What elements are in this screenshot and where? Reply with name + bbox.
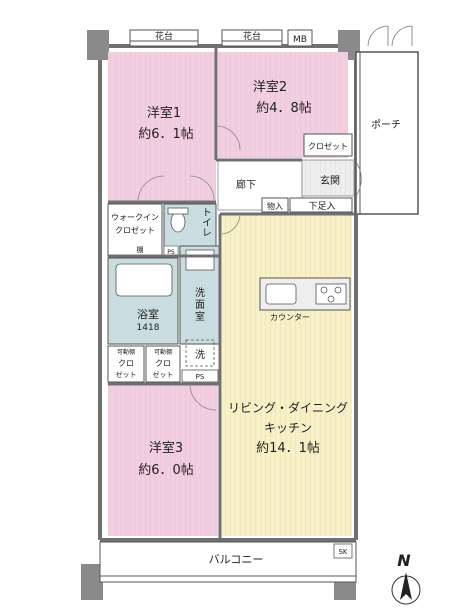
kitchen-sink-icon (265, 283, 297, 305)
north-arrow-icon: N (391, 551, 421, 605)
bathroom: 浴室 1418 (107, 257, 179, 345)
balcony: バルコニー (99, 541, 357, 583)
sink-icon (185, 249, 215, 271)
storage: 物入 (261, 197, 289, 213)
shoe-rack: 下足入 (289, 197, 353, 213)
ps-bottom-label: PS (196, 373, 205, 381)
shoe-rack-label: 下足入 (308, 201, 335, 212)
room-2-size: 約4．8帖 (256, 101, 312, 116)
wash-label-1: 洗 (195, 287, 205, 299)
room-1-name: 洋室1 (147, 105, 181, 121)
closet-b: 可動棚 クロ ゼット (145, 345, 181, 383)
storage-label: 物入 (267, 201, 283, 211)
interior-walls (108, 46, 356, 540)
washer-space (185, 339, 215, 367)
ldk-label-1: リビング・ダイニング (228, 400, 348, 415)
sk-label: SK (338, 548, 347, 556)
washer-label: 洗 (195, 349, 205, 361)
balcony-label: バルコニー (209, 553, 264, 566)
flower-box-right: 花台 (221, 29, 283, 47)
closet-room-2-label: クロゼット (308, 141, 348, 151)
north-label: N (397, 551, 411, 570)
closet-a-movable: 可動棚 (117, 348, 135, 356)
stove-icon (315, 283, 347, 305)
door-swings (137, 125, 241, 411)
closet-a-label-1: クロ (118, 359, 134, 368)
porch-label: ポーチ (371, 119, 401, 131)
room-1-size: 約6．1帖 (138, 127, 194, 142)
room-3: 洋室3 約6．0帖 (108, 384, 218, 536)
ldk-label-2: キッチン (264, 421, 312, 435)
closet-b-movable: 可動棚 (154, 348, 172, 356)
porch: ポーチ (355, 25, 419, 215)
walk-in-label-1: ウォークイン (111, 213, 159, 222)
bath-name: 浴室 (137, 307, 159, 321)
flower-box-left-label: 花台 (155, 30, 173, 42)
wash-label-3: 室 (195, 310, 205, 323)
room-3-size: 約6．0帖 (138, 463, 194, 478)
toilet-tank-icon (167, 207, 189, 215)
ldk-size: 約14．1帖 (256, 441, 320, 456)
closet-a: 可動棚 クロ ゼット (107, 345, 145, 383)
meter-box: MB (287, 29, 313, 47)
meter-box-label: MB (293, 35, 307, 45)
wash-label-2: 面 (195, 300, 205, 311)
sk-box: SK (333, 543, 353, 559)
washroom: 洗 面 室 洗 (179, 245, 221, 367)
flower-box-left: 花台 (129, 29, 199, 47)
closet-b-label-2: ゼット (153, 370, 174, 379)
corridor: 廊下 (217, 159, 303, 211)
toilet-bowl-icon (170, 211, 186, 233)
walk-in-label-2: クロゼット (115, 225, 155, 235)
walk-in-shelf-label: 棚 (137, 245, 144, 254)
walk-in-closet: ウォークイン クロゼット 棚 (107, 203, 163, 257)
room-2-name: 洋室2 (253, 79, 287, 95)
bath-size: 1418 (137, 323, 160, 333)
entrance-label: 玄関 (320, 174, 340, 187)
entrance: 玄関 (301, 159, 362, 197)
room-3-name: 洋室3 (149, 440, 183, 456)
corridor-label: 廊下 (236, 178, 256, 191)
room-1: 洋室1 約6．1帖 (108, 52, 216, 202)
counter-label: カウンター (270, 313, 310, 322)
closet-room-2: クロゼット (303, 133, 353, 157)
ps-mid-label: PS (167, 249, 175, 256)
closet-a-label-2: ゼット (116, 370, 137, 379)
ps-bottom: PS (181, 369, 219, 383)
ldk: カウンター リビング・ダイニング キッチン 約14．1帖 (222, 214, 352, 536)
toilet-label: トイレ (200, 207, 212, 237)
flower-box-right-label: 花台 (243, 30, 261, 42)
closet-b-label-1: クロ (155, 359, 171, 368)
bathtub-icon (115, 263, 173, 297)
